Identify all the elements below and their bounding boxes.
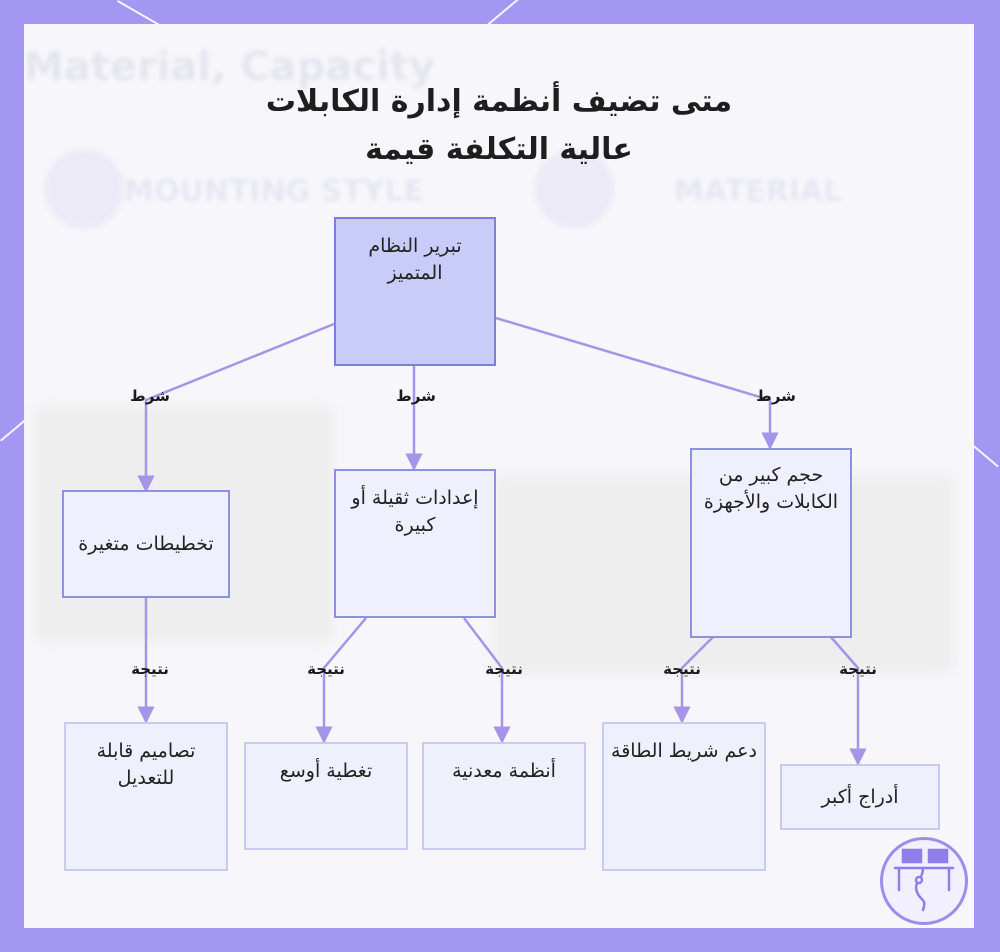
node-power-strip-support: دعم شريط الطاقة [602,722,766,871]
edge-label-condition: شرط [130,387,170,405]
node-root-text: تبرير النظام المتميز [368,235,462,284]
background-circle [534,149,614,229]
node-bigger-drawers-text: أدراج أكبر [821,785,899,808]
desk-logo-icon-graphic [893,848,955,912]
diagram-canvas: Material, Capacity MOUNTING STYLE MATERI… [24,24,974,928]
diagram-title-line-1: متى تضيف أنظمة إدارة الكابلات [265,84,733,119]
edge-label-result: نتيجة [485,660,523,678]
node-metal-systems-text: أنظمة معدنية [452,760,556,782]
node-root: تبرير النظام المتميز [334,217,496,366]
edge-label-condition: شرط [396,387,436,405]
desk-logo-icon [880,837,968,925]
edge-label-result: نتيجة [131,660,169,678]
background-text: MATERIAL [674,174,843,209]
node-bigger-drawers: أدراج أكبر [780,764,940,830]
node-heavy-setups: إعدادات ثقيلة أو كبيرة [334,469,496,618]
node-large-volume: حجم كبير من الكابلات والأجهزة [690,448,852,638]
node-heavy-setups-text: إعدادات ثقيلة أو كبيرة [351,487,479,536]
edge-heavy-metal [463,617,511,744]
edge-heavy-wider [315,617,367,744]
edge-label-condition: شرط [756,387,796,405]
edge-label-result: نتيجة [307,660,345,678]
edge-label-result: نتيجة [663,660,701,678]
diagram-title-line-2: عالية التكلفة قيمة [365,132,633,167]
edge-large-power [673,635,715,724]
edge-root-variable [137,322,335,493]
background-text: Material, Capacity [24,44,435,90]
edge-label-result: نتيجة [839,660,877,678]
node-variable-layouts-text: تخطيطات متغيرة [78,532,214,555]
edge-root-large [495,316,779,450]
background-text: MOUNTING STYLE [124,174,425,209]
background-circle [44,149,124,229]
node-metal-systems: أنظمة معدنية [422,742,586,850]
node-variable-layouts: تخطيطات متغيرة [62,490,230,598]
diagram-edges [137,316,867,766]
node-wider-coverage: تغطية أوسع [244,742,408,850]
node-adjustable-designs-text: تصاميم قابلة للتعديل [96,740,196,789]
edge-large-drawers [829,635,867,766]
node-large-volume-text: حجم كبير من الكابلات والأجهزة [703,464,839,513]
node-wider-coverage-text: تغطية أوسع [279,760,373,782]
node-adjustable-designs: تصاميم قابلة للتعديل [64,722,228,871]
node-power-strip-support-text: دعم شريط الطاقة [611,740,757,762]
